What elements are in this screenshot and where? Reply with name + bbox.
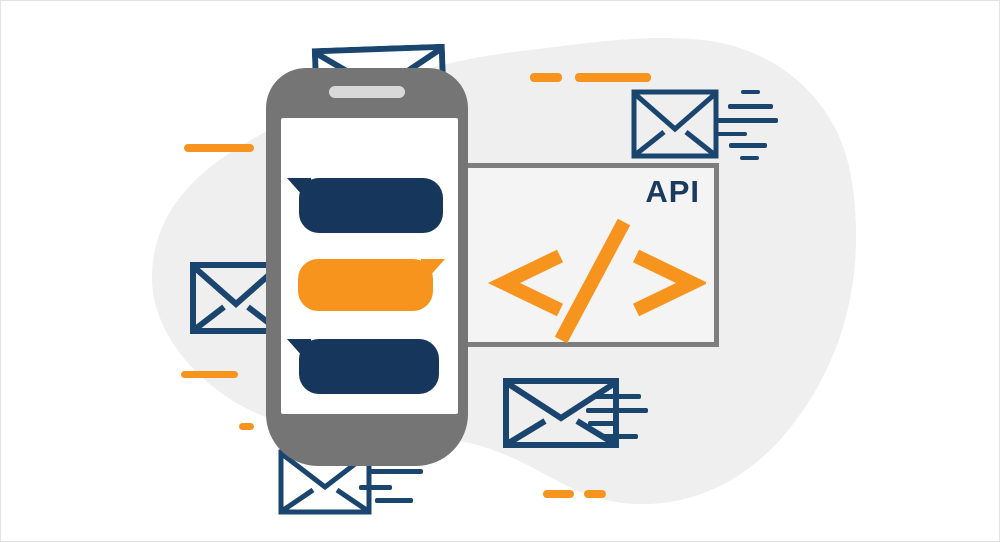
speed-line xyxy=(716,132,747,136)
api-box: API xyxy=(457,163,719,347)
speed-line xyxy=(359,485,392,490)
speed-line xyxy=(741,90,760,94)
speed-line xyxy=(588,421,617,426)
speed-line xyxy=(369,469,423,474)
speed-line xyxy=(375,498,413,503)
code-icon xyxy=(487,218,706,344)
phone-screen xyxy=(281,118,458,414)
speed-line xyxy=(740,156,759,160)
speech-bubble-tail xyxy=(421,259,445,286)
dash-icon xyxy=(181,371,238,378)
dash-icon xyxy=(575,73,651,82)
speed-line xyxy=(600,434,638,439)
api-label: API xyxy=(645,174,700,209)
speech-bubble-icon xyxy=(287,178,443,233)
speed-line xyxy=(594,394,641,399)
phone-speaker xyxy=(329,86,405,98)
dash-icon xyxy=(543,490,574,498)
speech-bubble-tail xyxy=(287,178,311,205)
speech-bubble-icon xyxy=(298,259,445,311)
code-left-bracket xyxy=(487,249,564,317)
dash-icon xyxy=(584,490,606,498)
speech-bubble-tail xyxy=(287,339,311,366)
speed-line xyxy=(586,408,648,413)
speed-line xyxy=(729,143,767,148)
speed-line xyxy=(728,104,773,109)
speed-line xyxy=(717,118,778,123)
dash-icon xyxy=(184,144,254,152)
speech-bubble-icon xyxy=(287,339,439,394)
smartphone-icon xyxy=(266,68,468,466)
envelope-outline xyxy=(631,89,719,159)
envelope-icon-top-right xyxy=(631,89,719,159)
dash-icon xyxy=(530,73,562,82)
code-slash xyxy=(554,218,631,344)
code-right-bracket xyxy=(632,249,706,317)
dash-icon xyxy=(239,423,254,430)
